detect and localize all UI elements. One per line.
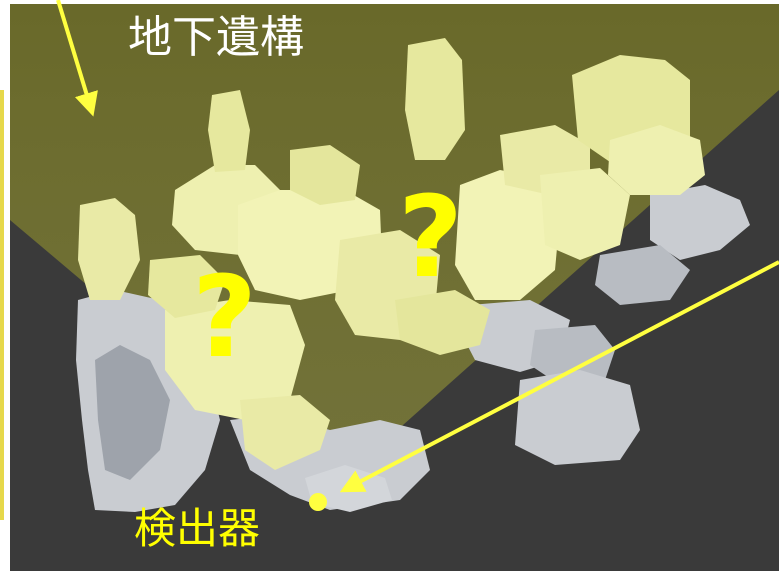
ruin-block-far-right bbox=[650, 185, 750, 260]
ruin-block-right-2 bbox=[530, 325, 615, 385]
hl-block-l bbox=[395, 290, 490, 355]
ruin-block-right-3 bbox=[515, 370, 640, 465]
ruins-highlighted bbox=[78, 38, 705, 470]
ruin-block-far-right-lower bbox=[595, 245, 690, 305]
hl-tower-a bbox=[208, 90, 250, 172]
detector-label: 検出器 bbox=[134, 504, 261, 553]
title-label: 地下遺構 bbox=[128, 12, 304, 63]
hl-block-f bbox=[240, 395, 330, 470]
hl-tower-left bbox=[78, 198, 140, 300]
arrow-from-title bbox=[56, 0, 98, 117]
question-mark-right: ? bbox=[398, 173, 463, 303]
hl-block-d bbox=[165, 300, 305, 420]
ruin-block-left-shade bbox=[95, 345, 170, 480]
hl-block-g bbox=[455, 170, 560, 300]
hl-block-j bbox=[608, 125, 705, 195]
detector-dot bbox=[309, 493, 327, 511]
hl-tower-center bbox=[405, 38, 465, 160]
arrow-to-detector bbox=[339, 260, 779, 493]
left-side-bar bbox=[0, 90, 4, 520]
hl-block-i bbox=[540, 168, 630, 260]
question-mark-left: ? bbox=[192, 253, 257, 383]
hl-block-c bbox=[290, 145, 360, 205]
hl-block-e bbox=[148, 255, 225, 318]
